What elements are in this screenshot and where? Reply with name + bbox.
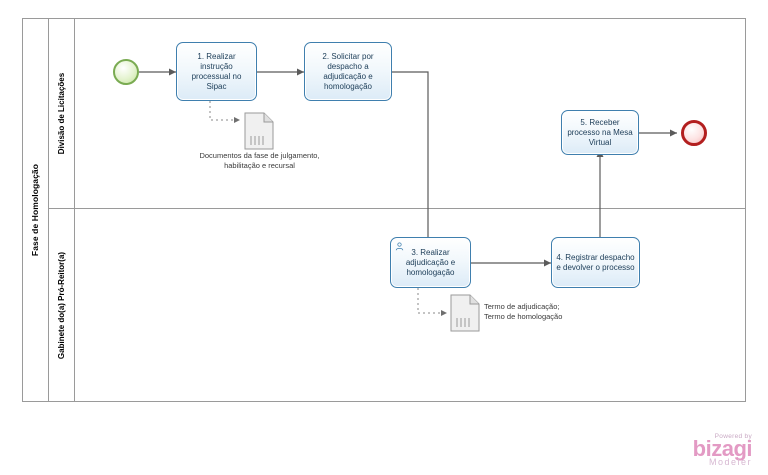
end-event[interactable] [681,120,707,146]
task-4-registrar-despacho[interactable]: 4. Registrar despacho e devolver o proce… [551,237,640,288]
pool-title: Fase de Homologação [30,163,41,257]
lane-divisao-de-licitacoes: Divisão de Licitações [49,19,746,209]
lane-title-2: Gabinete do(a) Pró-Reitor(a) [57,251,66,359]
task-4-label: 4. Registrar despacho e devolver o proce… [556,252,635,272]
task-5-receber-processo[interactable]: 5. Receber processo na Mesa Virtual [561,110,639,155]
task-3-realizar-adjudicacao[interactable]: 3. Realizar adjudicação e homologação [390,237,471,288]
task-5-label: 5. Receber processo na Mesa Virtual [567,117,633,147]
bizagi-logo: Powered by bizagi Modeler [692,433,753,467]
user-task-icon [395,242,404,251]
lane-header-2: Gabinete do(a) Pró-Reitor(a) [49,209,75,401]
document-2-icon [450,294,480,332]
pool-header: Fase de Homologação [23,19,49,401]
start-event[interactable] [113,59,139,85]
document-1-label: Documentos da fase de julgamento, habili… [199,151,320,171]
logo-subtitle: Modeler [708,457,752,467]
task-1-label: 1. Realizar instrução processual no Sipa… [191,51,242,91]
lane-header-1: Divisão de Licitações [49,19,75,208]
logo-name: bizagi [692,436,753,461]
logo-powered-by: Powered by [714,433,752,440]
document-1-icon [244,112,274,150]
task-2-solicitar-despacho[interactable]: 2. Solicitar por despacho a adjudicação … [304,42,392,101]
lane-gabinete-pro-reitor: Gabinete do(a) Pró-Reitor(a) [49,209,746,401]
task-3-label: 3. Realizar adjudicação e homologação [405,247,456,277]
lane-title-1: Divisão de Licitações [57,72,66,155]
document-2-label: Termo de adjudicação; Termo de homologaç… [484,302,563,322]
task-2-label: 2. Solicitar por despacho a adjudicação … [322,51,374,91]
task-1-realizar-instrucao[interactable]: 1. Realizar instrução processual no Sipa… [176,42,257,101]
